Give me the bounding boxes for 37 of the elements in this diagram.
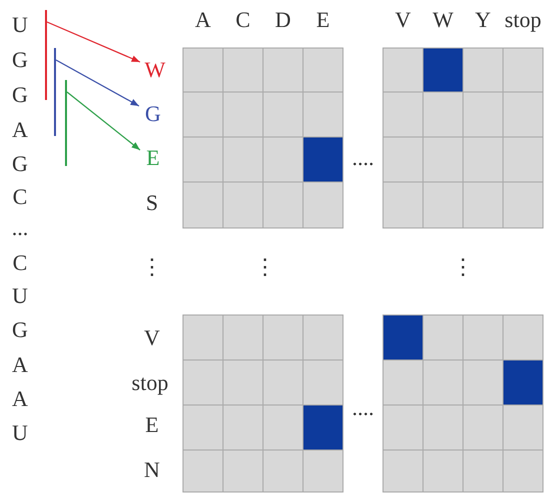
arrow [46,21,140,63]
nucleotide-label: C [12,251,28,275]
column-header: C [236,8,250,32]
row-label: N [144,458,160,482]
nucleotide-label: G [12,83,28,107]
row-label: S [146,191,158,215]
nucleotide-label: A [12,387,28,411]
nucleotide-label: G [12,48,28,72]
row-label: stop [132,371,168,395]
nucleotide-label: A [12,353,28,377]
row-label: .... [352,146,374,170]
arrow [56,59,140,107]
amino-acid-label: W [142,56,168,84]
column-header: D [275,8,291,32]
arrow [66,92,140,150]
row-label: ⋮ [141,255,163,279]
nucleotide-label: G [12,152,28,176]
column-header: V [395,8,411,32]
nucleotide-label: A [12,118,28,142]
nucleotide-label: U [12,13,28,37]
amino-acid-label: G [141,100,165,128]
column-header: stop [504,8,542,32]
amino-acid-label: E [142,144,164,172]
row-label: ⋮ [452,255,474,279]
row-label: E [145,413,159,437]
nucleotide-label: U [12,421,28,445]
row-label: ⋮ [254,255,276,279]
nucleotide-label: C [12,185,28,209]
row-label: V [144,326,160,350]
column-header: Y [475,8,491,32]
column-header: W [432,8,454,32]
nucleotide-label: ... [12,216,28,240]
row-label: .... [352,396,374,420]
column-header: E [316,8,330,32]
nucleotide-label: G [12,318,28,342]
column-header: A [195,8,211,32]
nucleotide-label: U [12,284,28,308]
